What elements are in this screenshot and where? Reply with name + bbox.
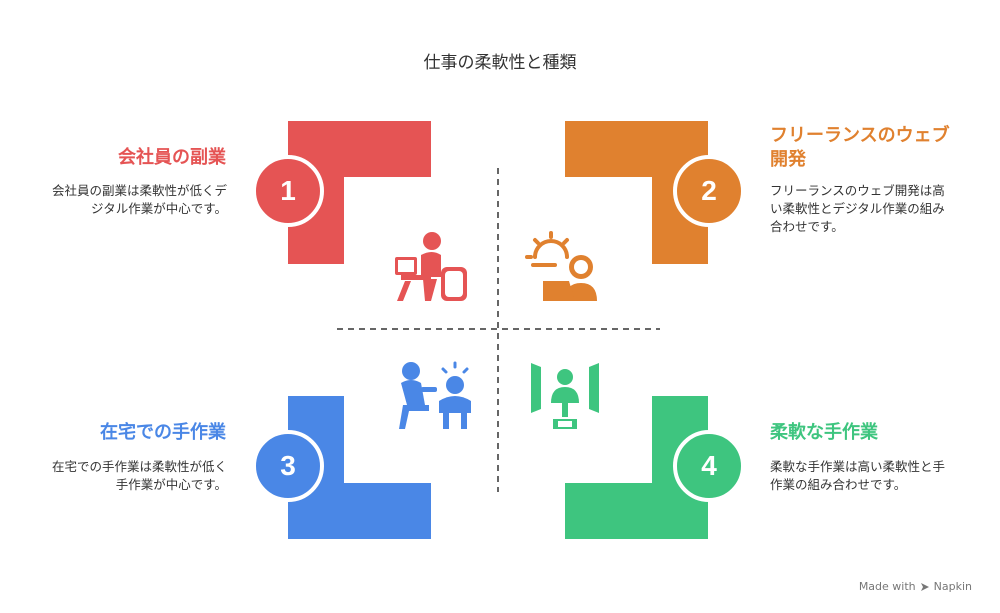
footer-brand: Napkin (933, 580, 972, 593)
page-title: 仕事の柔軟性と種類 (423, 53, 577, 73)
flexible-worker-icon (531, 363, 599, 429)
number-badge-3: 3 (252, 430, 324, 502)
napkin-logo-icon (920, 582, 929, 591)
number-badge-4: 4 (673, 430, 745, 502)
bracket-1 (288, 121, 431, 264)
outdoor-laptop-icon (525, 231, 597, 301)
number-badge-1: 1 (252, 155, 324, 227)
desk-worker-icon (395, 232, 467, 301)
number-badge-2: 2 (673, 155, 745, 227)
quadrant-3-heading: 在宅での手作業 (100, 422, 226, 443)
quadrant-1-heading: 会社員の副業 (118, 147, 226, 168)
home-handcraft-icon (399, 361, 471, 429)
quadrant-4-heading: 柔軟な手作業 (770, 422, 878, 443)
quadrant-4-description: 柔軟な手作業は高い柔軟性と手作業の組み合わせです。 (770, 459, 946, 492)
quadrant-2-heading: フリーランスのウェブ開発 (770, 125, 950, 170)
footer: Made with Napkin (859, 580, 972, 593)
quadrant-1-description: 会社員の副業は柔軟性が低くデジタル作業が中心です。 (51, 183, 227, 216)
quadrant-3-description: 在宅での手作業は柔軟性が低く手作業が中心です。 (51, 459, 227, 492)
bracket-4 (565, 396, 708, 539)
bracket-3 (288, 396, 431, 539)
quadrant-2-description: フリーランスのウェブ開発は高い柔軟性とデジタル作業の組み合わせです。 (770, 183, 945, 234)
bracket-2 (565, 121, 708, 264)
footer-made-with: Made with (858, 580, 916, 593)
